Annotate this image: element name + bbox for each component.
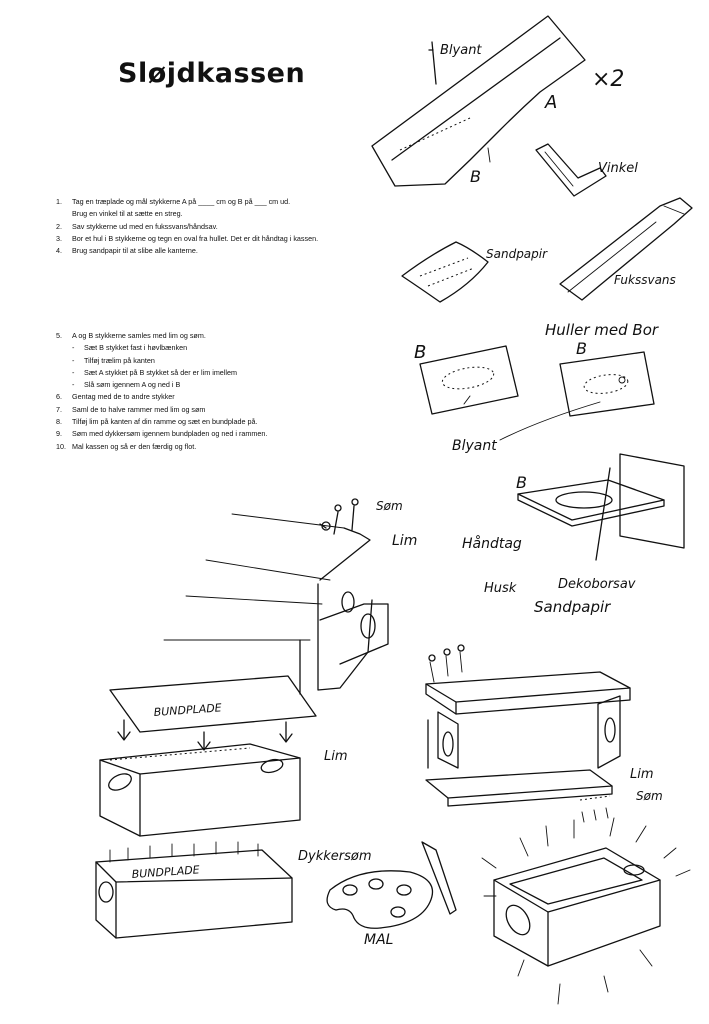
step-item: 9. Søm med dykkersøm igennem bundpladen …	[56, 429, 268, 439]
label-vinkel: Vinkel	[598, 161, 638, 176]
frame-nailing-sketch	[163, 498, 389, 695]
label-dykkersom: Dykkersøm	[298, 849, 372, 864]
step-item: 7. Saml de to halve rammer med lim og sø…	[56, 404, 206, 414]
label-dekoborsav: Dekoborsav	[558, 577, 636, 592]
label-sandpapir: Sandpapir	[486, 247, 548, 261]
label-bundplade-2: BUNDPLADE	[131, 863, 200, 881]
step-item: 10. Mal kassen og så er den færdig og fl…	[56, 441, 197, 451]
step-item: 4. Brug sandpapir til at slibe alle kant…	[56, 246, 198, 256]
label-a: A	[544, 92, 557, 113]
step-item: 6. Gentag med de to andre stykker	[56, 392, 175, 402]
sub-step-item: -Sæt A stykket på B stykket så der er li…	[72, 367, 237, 377]
label-times-two: ×2	[592, 67, 624, 92]
saw-sketch	[559, 197, 693, 301]
square-tool-sketch	[535, 143, 607, 197]
label-huller-med-bor: Huller med Bor	[545, 321, 659, 339]
label-lim-2: Lim	[324, 749, 348, 764]
board-b-left	[419, 345, 519, 415]
page-title: Sløjdkassen	[118, 58, 306, 89]
label-b-right: B	[576, 339, 587, 358]
sub-step-item: -Sæt B stykket fast i høvlbænken	[72, 343, 188, 353]
label-husk: Husk	[484, 581, 517, 596]
label-b-handle: B	[516, 473, 527, 492]
sub-step-item: -Slå søm igennem A og ned i B	[72, 380, 181, 390]
steps-list-part1: 1. Tag en træplade og mål stykkerne A på…	[56, 196, 386, 257]
board-b-handle	[517, 453, 685, 561]
sandpaper-sketch	[401, 241, 489, 303]
finished-box-sketch	[481, 817, 691, 1005]
plank-sketch	[371, 15, 586, 187]
glued-frame-sketch	[99, 743, 301, 837]
label-som: Søm	[376, 499, 403, 513]
label-fukssvans: Fukssvans	[614, 273, 676, 287]
step-item: 5. A og B stykkerne samles med lim og sø…	[56, 331, 206, 340]
label-blyant-2: Blyant	[452, 438, 497, 454]
label-blyant: Blyant	[440, 43, 482, 58]
box-assembly-sketch	[425, 644, 631, 823]
label-som-2: Søm	[636, 789, 663, 803]
step-item: 8. Tilføj lim på kanten af din ramme og …	[56, 417, 258, 427]
step-item: 3. Bor et hul i B stykkerne og tegn en o…	[56, 233, 319, 243]
steps-list-part2: 5. A og B stykkerne samles med lim og sø…	[56, 330, 386, 453]
label-b-left: B	[414, 342, 426, 363]
step-item: 1. Tag en træplade og mål stykkerne A på…	[56, 197, 291, 219]
bottom-plate-sketch	[109, 675, 317, 751]
nailed-bottom-sketch	[95, 841, 293, 939]
sub-step-item: -Tilføj trælim på kanten	[72, 355, 155, 365]
board-b-right	[559, 351, 655, 417]
pencil-icon	[431, 41, 437, 85]
label-bundplade: BUNDPLADE	[153, 701, 222, 719]
label-lim: Lim	[392, 533, 417, 549]
palette-icon	[326, 870, 434, 929]
label-mal: MAL	[364, 932, 393, 948]
step-item: 2. Sav stykkerne ud med en fukssvans/hån…	[56, 221, 218, 231]
paintbrush-icon	[421, 841, 457, 915]
label-lim-3: Lim	[630, 767, 654, 782]
label-handtag: Håndtag	[462, 535, 522, 552]
label-b: B	[470, 167, 481, 186]
label-sandpapir-2: Sandpapir	[534, 598, 611, 616]
